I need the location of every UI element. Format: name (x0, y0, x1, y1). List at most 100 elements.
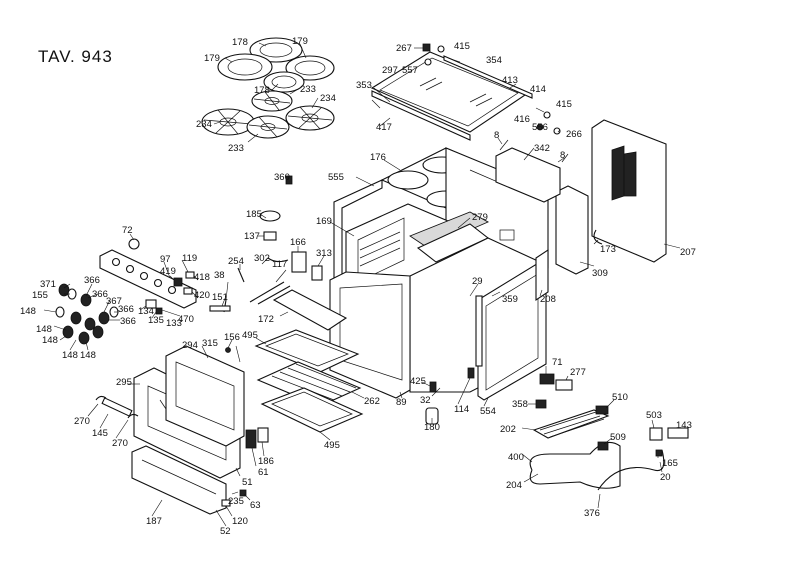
terminal-143 (667, 427, 689, 439)
label-119: 119 (182, 253, 197, 264)
label-416: 416 (514, 114, 530, 125)
foot-425 (429, 381, 437, 393)
label-376: 376 (584, 508, 600, 519)
label-166: 166 (290, 237, 306, 248)
switch-419 (173, 277, 183, 287)
burner-spreader-233-top (251, 90, 293, 112)
back-cover-309 (555, 185, 589, 275)
label-8: 8 (560, 150, 565, 161)
label-156: 156 (224, 332, 240, 343)
wire-117 (249, 281, 291, 305)
label-63: 63 (250, 500, 261, 511)
label-420: 420 (194, 290, 210, 301)
burner-spreader-234-left (201, 108, 255, 136)
label-495: 495 (242, 330, 258, 341)
label-366: 366 (92, 289, 108, 300)
part-186 (257, 427, 269, 443)
clamp-165 (655, 449, 663, 457)
part-135 (155, 307, 163, 315)
label-120: 120 (232, 516, 248, 527)
oven-body (329, 147, 549, 425)
drawer-187 (131, 445, 227, 515)
label-179: 179 (204, 53, 220, 64)
label-555: 555 (328, 172, 344, 183)
label-366: 366 (84, 275, 100, 286)
element-202 (532, 409, 610, 439)
handle-end-270-b (127, 413, 139, 419)
label-367: 367 (106, 296, 122, 307)
cable-376 (597, 449, 665, 491)
label-413: 413 (502, 75, 518, 86)
label-208: 208 (540, 294, 556, 305)
label-187: 187 (146, 516, 162, 527)
burner-cap-178-mid (263, 71, 305, 93)
label-302: 302 (254, 253, 270, 264)
label-72: 72 (122, 225, 133, 236)
heat-shield-279 (409, 211, 490, 249)
label-137: 137 (244, 231, 260, 242)
glass-lid (370, 51, 530, 133)
label-97: 97 (160, 254, 171, 265)
label-270: 270 (74, 416, 90, 427)
label-419: 419 (160, 266, 176, 277)
label-267: 267 (396, 43, 412, 54)
label-294: 294 (182, 340, 198, 351)
label-134: 134 (138, 306, 154, 317)
label-235: 235 (228, 496, 244, 507)
label-315: 315 (202, 338, 218, 349)
label-151: 151 (212, 292, 228, 303)
label-557: 557 (402, 65, 418, 76)
label-366: 366 (120, 316, 136, 327)
door-handle-145 (101, 397, 133, 417)
label-254: 254 (228, 256, 244, 267)
bumper-557 (424, 58, 432, 66)
heating-elements (529, 373, 689, 491)
label-32: 32 (420, 395, 431, 406)
element-204 (529, 441, 621, 489)
panel-342 (495, 147, 561, 203)
label-148: 148 (62, 350, 78, 361)
label-204: 204 (506, 480, 522, 491)
label-89: 89 (396, 397, 407, 408)
label-165: 165 (662, 458, 678, 469)
small-parts-center (209, 175, 323, 313)
foot-29 (467, 367, 475, 379)
hinge-pin-556 (536, 123, 544, 131)
bracket-420 (183, 287, 193, 295)
back-panel-slot-right (623, 151, 637, 197)
side-rail-114 (475, 295, 483, 367)
label-176: 176 (370, 152, 386, 163)
label-143: 143 (676, 420, 692, 431)
part-360 (285, 175, 293, 185)
door-frame-89 (329, 271, 411, 399)
label-266: 266 (566, 129, 582, 140)
label-309: 309 (592, 268, 608, 279)
label-169: 169 (316, 216, 332, 227)
baking-tray-495-bottom (260, 387, 364, 433)
burner-cap-178-top (249, 37, 303, 63)
part-302 (267, 257, 289, 263)
lid-hinge-267 (422, 43, 431, 52)
connector-509 (597, 441, 609, 451)
part-358 (535, 399, 547, 409)
part-137 (263, 231, 277, 241)
door-inner-294 (165, 345, 245, 447)
label-554: 554 (480, 406, 496, 417)
label-400: 400 (508, 452, 524, 463)
label-52: 52 (220, 526, 231, 537)
back-panel-slot-left (611, 145, 625, 201)
screw-415-top (437, 45, 445, 53)
label-38: 38 (214, 270, 225, 281)
label-358: 358 (512, 399, 528, 410)
part-254 (237, 267, 245, 283)
label-234: 234 (320, 93, 336, 104)
label-371: 371 (40, 279, 56, 290)
label-29: 29 (472, 276, 483, 287)
part-156 (225, 347, 231, 353)
label-277: 277 (570, 367, 586, 378)
burner-cap-179-right (285, 55, 335, 81)
label-414: 414 (530, 84, 546, 95)
back-panel-assembly (495, 119, 667, 275)
label-359: 359 (502, 294, 518, 305)
label-353: 353 (356, 80, 372, 91)
